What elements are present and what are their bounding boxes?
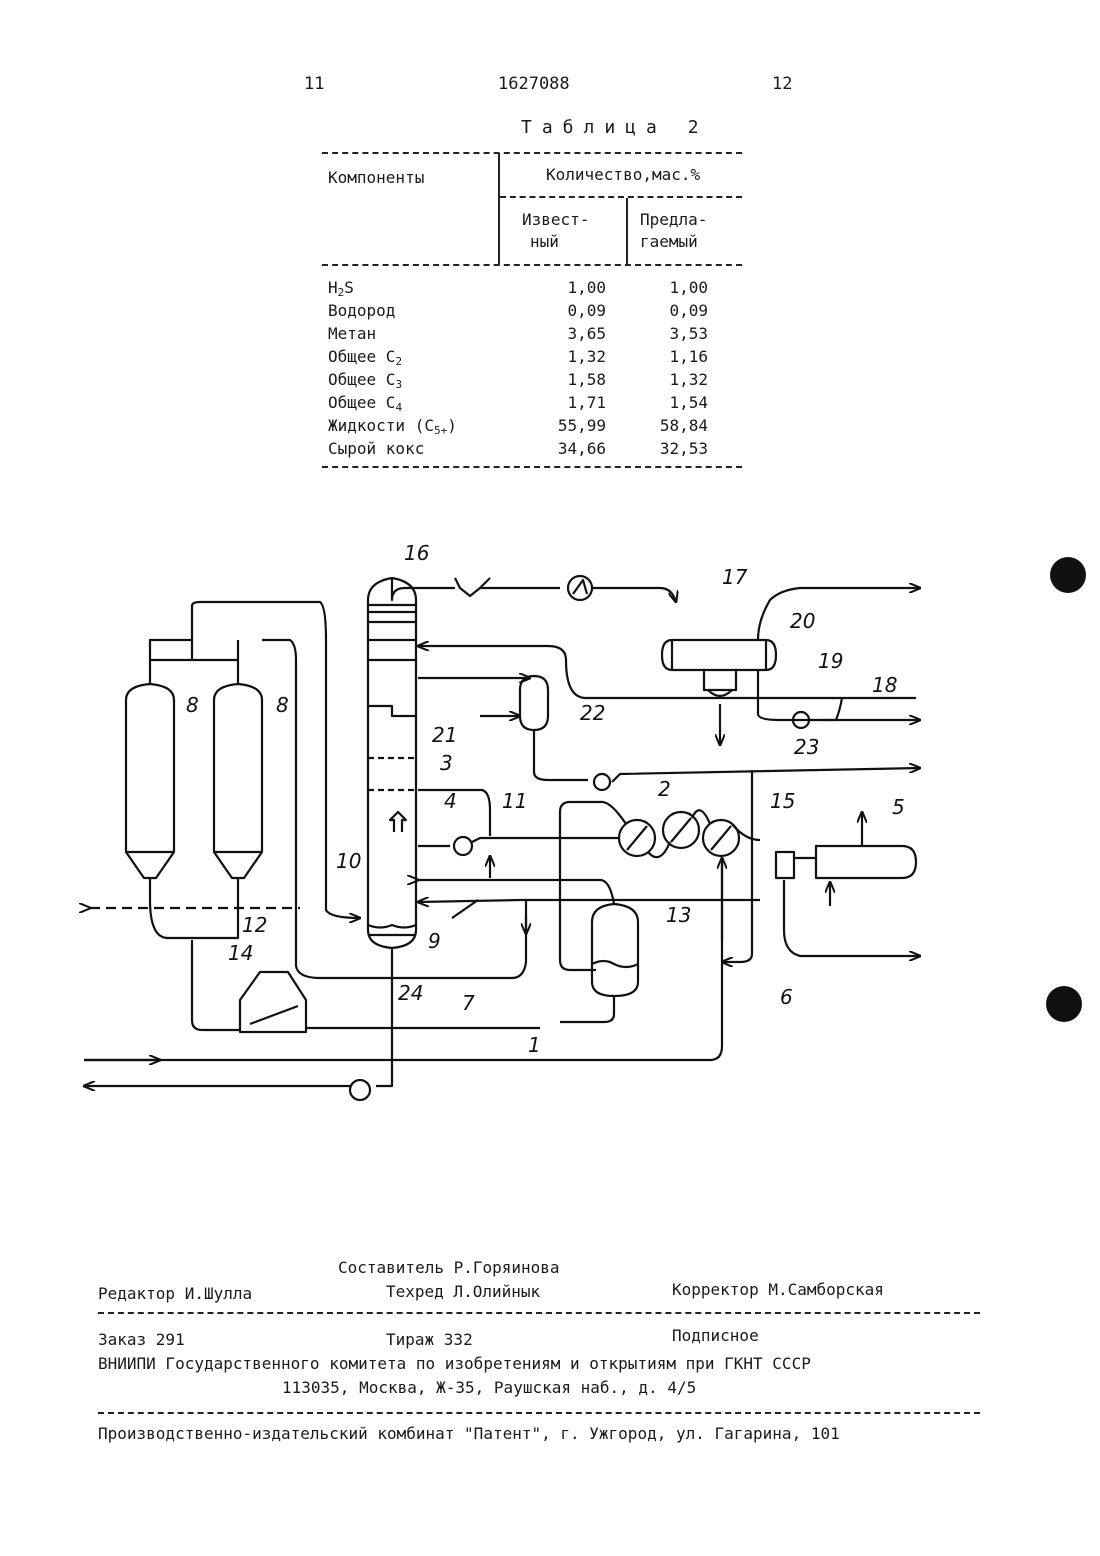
label-11: 11 xyxy=(502,789,527,813)
footer-org-line1: ВНИИПИ Государственного комитета по изоб… xyxy=(98,1354,811,1373)
label-7: 7 xyxy=(462,991,475,1015)
label-12: 12 xyxy=(242,913,267,937)
footer-subscription: Подписное xyxy=(672,1326,759,1345)
label-18: 18 xyxy=(872,673,897,697)
fractionator-column xyxy=(368,578,416,948)
label-22: 22 xyxy=(580,701,605,725)
separator-22 xyxy=(520,676,548,730)
label-1: 1 xyxy=(528,1033,541,1057)
label-17: 17 xyxy=(722,565,748,589)
binder-hole-bottom xyxy=(1046,986,1082,1022)
label-9: 9 xyxy=(428,929,441,953)
coke-drum-right xyxy=(214,684,262,878)
label-13: 13 xyxy=(666,903,691,927)
footer-techred: Техред Л.Олийнык xyxy=(386,1282,540,1301)
footer-circulation: Тираж 332 xyxy=(386,1330,473,1349)
label-4: 4 xyxy=(444,789,457,813)
label-15: 15 xyxy=(770,789,795,813)
label-16: 16 xyxy=(404,541,429,565)
accumulator-tank-13 xyxy=(592,904,638,996)
label-10: 10 xyxy=(336,849,361,873)
label-6: 6 xyxy=(780,985,793,1009)
label-20: 20 xyxy=(790,609,815,633)
label-24: 24 xyxy=(398,981,423,1005)
label-8-left: 8 xyxy=(186,693,199,717)
label-23: 23 xyxy=(794,735,819,759)
footer-publisher: Производственно-издательский комбинат "П… xyxy=(98,1424,840,1443)
label-19: 19 xyxy=(818,649,843,673)
footer-compiler: Составитель Р.Горяинова xyxy=(338,1258,560,1277)
condenser-circle xyxy=(568,576,592,600)
pump-11 xyxy=(454,837,472,855)
pump-22 xyxy=(594,774,610,790)
label-2: 2 xyxy=(658,777,671,801)
binder-hole-top xyxy=(1050,557,1086,593)
footer-corrector: Корректор М.Самборская xyxy=(672,1280,884,1299)
footer-org-line2: 113035, Москва, Ж-35, Раушская наб., д. … xyxy=(282,1378,696,1397)
footer-editor: Редактор И.Шулла xyxy=(98,1284,252,1303)
footer-rule-2 xyxy=(98,1412,980,1414)
label-21: 21 xyxy=(432,723,457,747)
label-8-right: 8 xyxy=(276,693,289,717)
pump-24 xyxy=(350,1080,370,1100)
reflux-drum-17 xyxy=(662,640,776,670)
coke-drum-left xyxy=(126,684,174,878)
feed-heater-5 xyxy=(816,846,916,878)
footer-rule-1 xyxy=(98,1312,980,1314)
label-5: 5 xyxy=(892,795,905,819)
label-14: 14 xyxy=(228,941,253,965)
footer-order: Заказ 291 xyxy=(98,1330,185,1349)
label-3: 3 xyxy=(440,751,453,775)
